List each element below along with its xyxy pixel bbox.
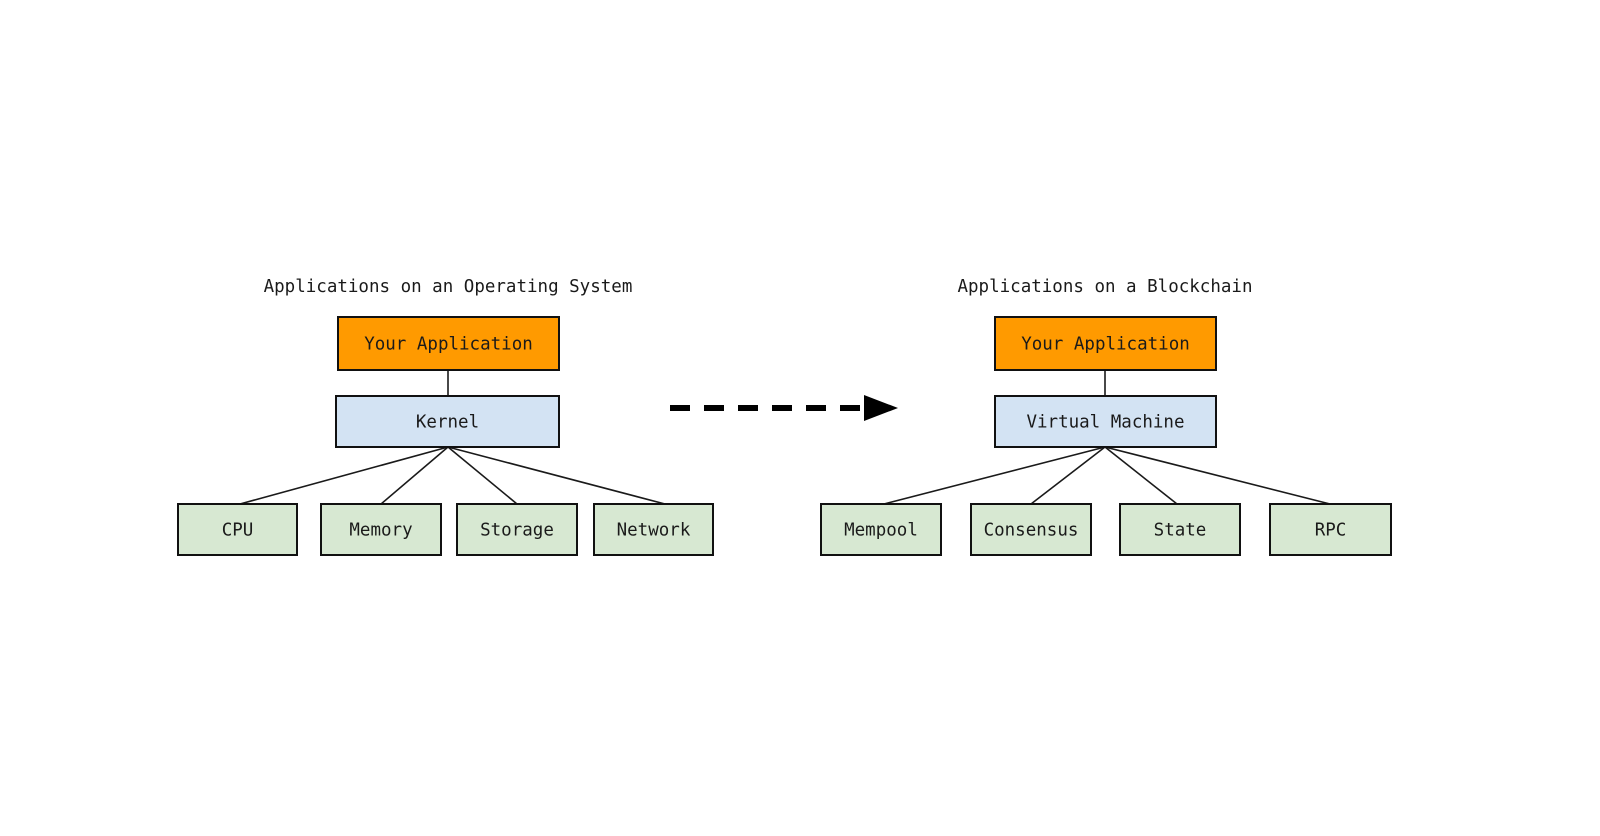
node-state-label: State [1154,521,1207,541]
node-network-box[interactable] [593,503,714,556]
node-your-application-blockchain[interactable]: Your Application [994,316,1217,371]
node-storage-label: Storage [480,521,554,541]
node-kernel-box[interactable] [335,395,560,448]
node-state-box[interactable] [1119,503,1241,556]
node-consensus[interactable]: Consensus [970,503,1092,556]
node-mempool[interactable]: Mempool [820,503,942,556]
node-memory-box[interactable] [320,503,442,556]
panel-title-operating-system: Applications on an Operating System [264,277,633,297]
connector-vm-to-state [1104,446,1178,505]
transition-arrow [670,395,898,421]
node-rpc-box[interactable] [1269,503,1392,556]
transition-arrow-head [864,395,898,421]
panel-title-blockchain: Applications on a Blockchain [957,277,1252,297]
node-memory-label: Memory [349,521,412,541]
node-cpu-label: CPU [222,521,254,541]
connector-vm-to-rpc [1104,446,1331,505]
node-your-application-blockchain-box[interactable] [994,316,1217,371]
connector-kernel-to-storage [447,446,518,505]
node-mempool-box[interactable] [820,503,942,556]
node-rpc-label: RPC [1315,521,1347,541]
connector-vm-to-consensus [1030,446,1106,505]
panel-blockchain: Applications on a Blockchain Your Applic… [820,277,1392,556]
node-your-application-os-box[interactable] [337,316,560,371]
node-cpu-box[interactable] [177,503,298,556]
node-kernel[interactable]: Kernel [335,395,560,448]
connector-kernel-to-network [447,446,666,505]
node-virtual-machine-label: Virtual Machine [1026,413,1184,433]
node-memory[interactable]: Memory [320,503,442,556]
node-virtual-machine-box[interactable] [994,395,1217,448]
node-cpu[interactable]: CPU [177,503,298,556]
node-state[interactable]: State [1119,503,1241,556]
node-network[interactable]: Network [593,503,714,556]
node-kernel-label: Kernel [416,413,479,433]
node-your-application-blockchain-label: Your Application [1021,335,1190,355]
connector-kernel-to-memory [380,446,449,505]
panel-operating-system: Applications on an Operating System Your… [177,277,714,556]
node-storage[interactable]: Storage [456,503,578,556]
node-consensus-label: Consensus [984,521,1079,541]
node-your-application-os-label: Your Application [364,335,533,355]
node-mempool-label: Mempool [844,521,918,541]
connector-kernel-to-cpu [239,446,449,505]
node-storage-box[interactable] [456,503,578,556]
node-consensus-box[interactable] [970,503,1092,556]
node-virtual-machine[interactable]: Virtual Machine [994,395,1217,448]
connector-vm-to-mempool [883,446,1106,505]
node-network-label: Network [617,521,691,541]
node-rpc[interactable]: RPC [1269,503,1392,556]
node-your-application-os[interactable]: Your Application [337,316,560,371]
